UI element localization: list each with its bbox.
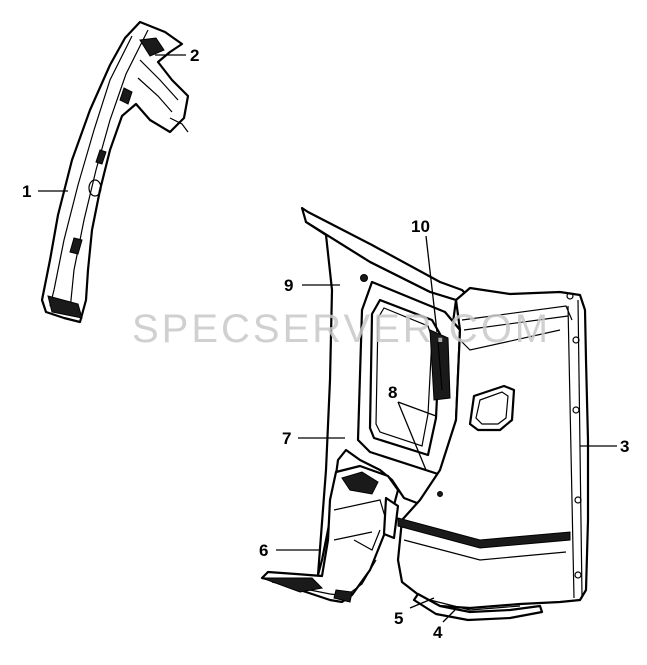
leader-line-8a: [397, 401, 437, 417]
leader-line-10: [425, 235, 438, 333]
leader-lines: [38, 54, 617, 623]
callout-2: 2: [190, 46, 199, 65]
callout-8: 8: [388, 383, 397, 402]
callout-6: 6: [259, 541, 268, 560]
leader-line-5: [409, 597, 435, 609]
callout-9: 9: [284, 276, 293, 295]
callout-labels: 1 2 3 4 5 6 7 8 9 10: [22, 46, 629, 642]
side-trim-assembly: [300, 206, 590, 622]
callout-1: 1: [22, 182, 31, 201]
step-trim-part: [260, 464, 400, 604]
leader-line-4: [442, 609, 456, 623]
callout-3: 3: [620, 437, 629, 456]
callout-7: 7: [282, 429, 291, 448]
callout-4: 4: [433, 623, 443, 642]
callout-10: 10: [411, 217, 430, 236]
callout-5: 5: [394, 609, 403, 628]
pillar-trim-part: [40, 20, 190, 324]
watermark-text: SPECSERVER.COM: [132, 307, 551, 351]
leader-line-8b: [397, 401, 427, 471]
